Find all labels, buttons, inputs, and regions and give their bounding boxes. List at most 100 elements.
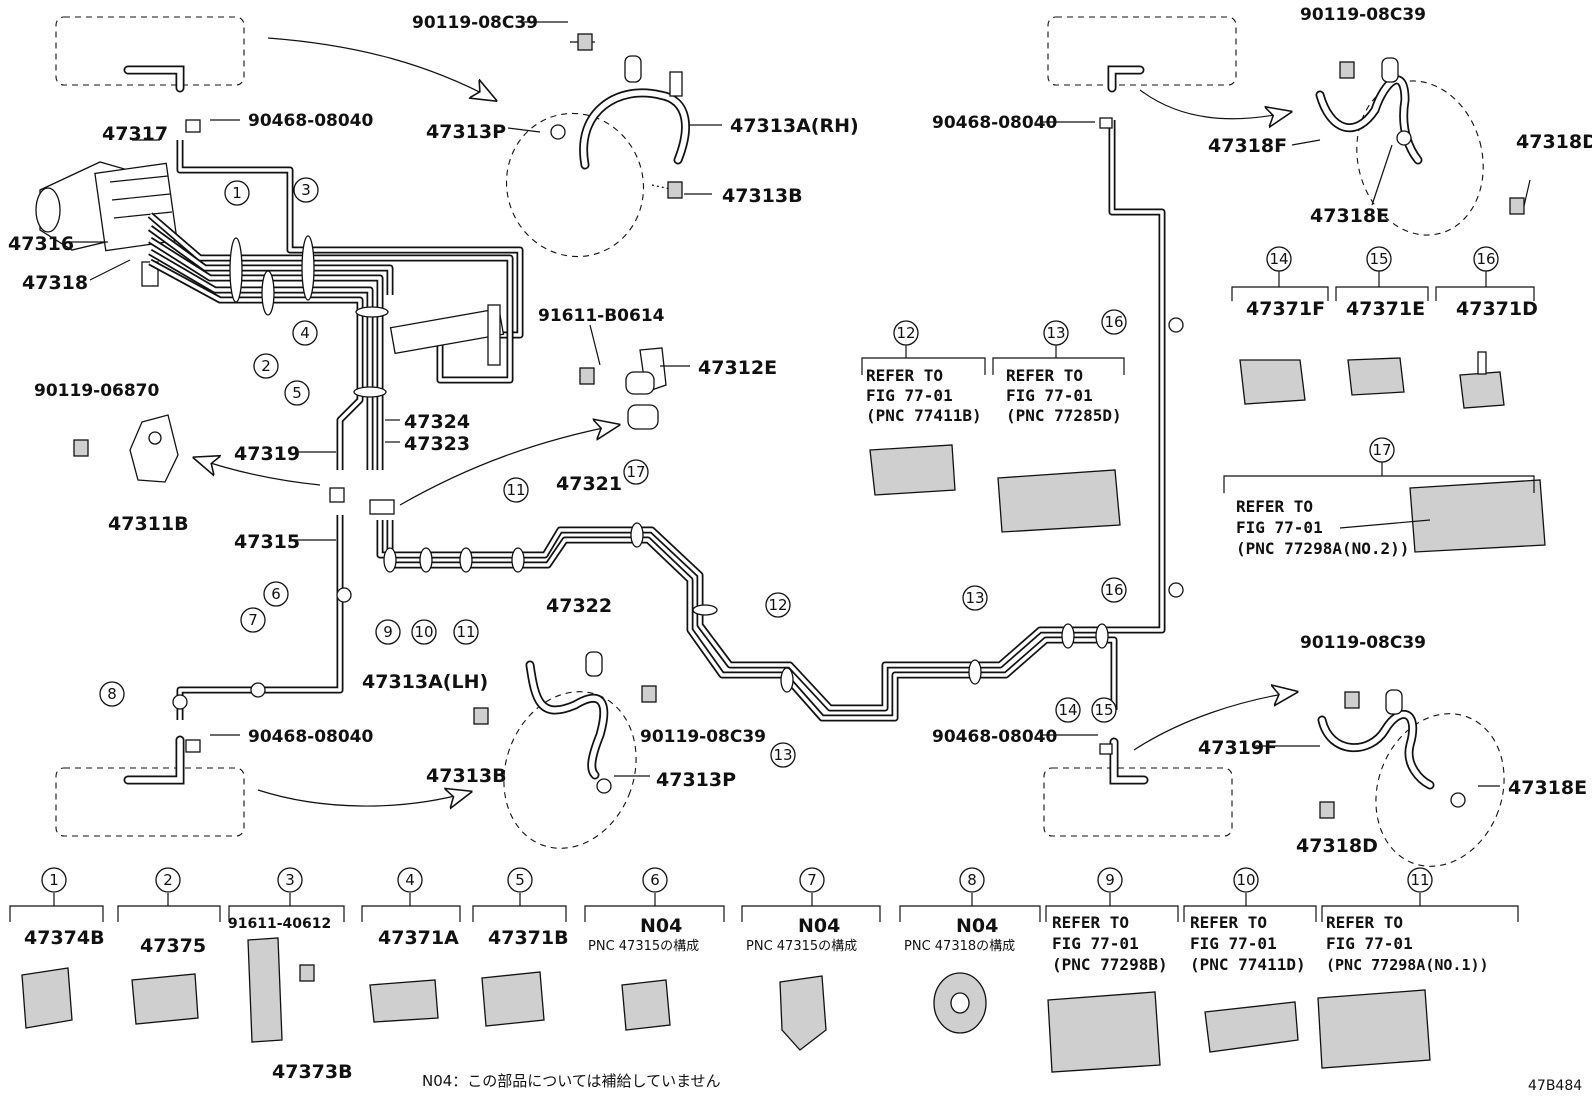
svg-text:5: 5	[292, 384, 302, 402]
svg-text:47371A: 47371A	[378, 927, 459, 949]
svg-text:8: 8	[107, 685, 117, 703]
svg-text:90119-06870: 90119-06870	[34, 381, 160, 401]
svg-text:FIG 77-01: FIG 77-01	[1326, 934, 1413, 953]
svg-text:REFER TO: REFER TO	[1052, 913, 1129, 932]
svg-text:90119-08C39: 90119-08C39	[640, 727, 766, 747]
svg-text:14: 14	[1269, 250, 1288, 268]
svg-text:14: 14	[1058, 701, 1077, 719]
svg-text:2: 2	[163, 871, 173, 889]
svg-text:16: 16	[1476, 250, 1495, 268]
svg-text:90119-08C39: 90119-08C39	[1300, 633, 1426, 653]
svg-text:47313A(RH): 47313A(RH)	[730, 115, 859, 137]
svg-text:90119-08C39: 90119-08C39	[1300, 5, 1426, 25]
svg-text:47319: 47319	[234, 443, 300, 465]
bottom-legend: 1 47374B 2 47375 3 91611-40612 47373B 4 …	[9, 867, 1519, 1083]
svg-text:13: 13	[965, 589, 984, 607]
wheel-box-rear-left	[55, 767, 245, 837]
svg-text:90119-08C39: 90119-08C39	[412, 13, 538, 33]
pipe-bundle-upper	[147, 140, 524, 470]
svg-text:N04: N04	[798, 915, 840, 937]
svg-text:12: 12	[896, 324, 915, 342]
svg-text:PNC 47315の構成: PNC 47315の構成	[588, 939, 699, 954]
svg-text:16: 16	[1104, 313, 1123, 331]
svg-text:1: 1	[49, 871, 59, 889]
svg-text:47313A(LH): 47313A(LH)	[362, 671, 488, 693]
svg-text:2: 2	[261, 357, 271, 375]
svg-text:REFER TO: REFER TO	[1326, 913, 1403, 932]
svg-text:REFER TO: REFER TO	[1190, 913, 1267, 932]
svg-text:90468-08040: 90468-08040	[932, 113, 1058, 133]
svg-text:7: 7	[248, 611, 258, 629]
svg-text:9: 9	[383, 623, 393, 641]
svg-text:91611-40612: 91611-40612	[228, 916, 331, 932]
header-brackets	[861, 271, 1535, 493]
svg-text:90468-08040: 90468-08040	[248, 111, 374, 131]
svg-text:8: 8	[967, 871, 977, 889]
svg-text:47313P: 47313P	[426, 121, 506, 143]
svg-text:FIG 77-01: FIG 77-01	[1052, 934, 1139, 953]
svg-text:47371D: 47371D	[1456, 298, 1538, 320]
pipe-clamps	[172, 235, 1184, 710]
svg-text:47318E: 47318E	[1310, 205, 1389, 227]
part-labels: 90119-08C39 90468-08040 47317 47313P 473…	[8, 5, 1592, 857]
svg-text:47375: 47375	[140, 935, 206, 957]
svg-text:47323: 47323	[404, 433, 470, 455]
svg-text:47313P: 47313P	[656, 769, 736, 791]
svg-text:(PNC 77298A(NO.1)): (PNC 77298A(NO.1))	[1326, 956, 1489, 974]
right-clamp-labels: 47371F 47371E 47371D	[1246, 298, 1538, 320]
svg-text:REFER TO: REFER TO	[1236, 497, 1313, 516]
svg-text:47317: 47317	[102, 123, 168, 145]
svg-text:47371B: 47371B	[488, 927, 569, 949]
svg-text:90468-08040: 90468-08040	[248, 727, 374, 747]
svg-text:4: 4	[300, 324, 310, 342]
svg-text:47318D: 47318D	[1516, 131, 1592, 153]
svg-text:PNC 47318の構成: PNC 47318の構成	[904, 939, 1015, 954]
svg-text:10: 10	[1236, 871, 1255, 889]
svg-text:PNC 47315の構成: PNC 47315の構成	[746, 939, 857, 954]
svg-text:47315: 47315	[234, 531, 300, 553]
svg-text:47319F: 47319F	[1198, 737, 1277, 759]
leader-lines	[68, 21, 1531, 787]
svg-text:(PNC 77298B): (PNC 77298B)	[1052, 955, 1168, 974]
svg-text:7: 7	[807, 871, 817, 889]
svg-text:12: 12	[768, 596, 787, 614]
svg-text:11: 11	[1410, 871, 1429, 889]
svg-text:10: 10	[414, 623, 433, 641]
svg-text:47374B: 47374B	[24, 927, 105, 949]
svg-text:15: 15	[1369, 250, 1388, 268]
supply-note: N04：この部品については補給していません	[422, 1072, 721, 1090]
svg-text:47371F: 47371F	[1246, 298, 1325, 320]
svg-text:4: 4	[405, 871, 415, 889]
svg-text:11: 11	[456, 623, 475, 641]
callout-markers: 1 2 3 4 5 6 7 8 9 10 11 11 12 13 13 14 1…	[99, 177, 1499, 768]
svg-text:FIG 77-01: FIG 77-01	[1006, 386, 1093, 405]
diagram-id: 47B484	[1528, 1078, 1582, 1094]
svg-text:47313B: 47313B	[722, 185, 803, 207]
wheel-box-front-left	[55, 16, 245, 86]
svg-text:(PNC 77411B): (PNC 77411B)	[866, 406, 982, 425]
svg-text:47318D: 47318D	[1296, 835, 1378, 857]
svg-text:15: 15	[1094, 701, 1113, 719]
svg-text:13: 13	[773, 746, 792, 764]
svg-text:3: 3	[285, 871, 295, 889]
svg-text:47322: 47322	[546, 595, 612, 617]
svg-text:47318: 47318	[22, 272, 88, 294]
svg-text:47318F: 47318F	[1208, 135, 1287, 157]
svg-text:47313B: 47313B	[426, 765, 507, 787]
refer-notes: REFER TO FIG 77-01 (PNC 77411B) REFER TO…	[866, 366, 1431, 558]
svg-text:N04: N04	[640, 915, 682, 937]
svg-text:1: 1	[232, 184, 242, 202]
svg-text:47324: 47324	[404, 411, 470, 433]
svg-text:FIG 77-01: FIG 77-01	[1236, 518, 1323, 537]
svg-text:91611-B0614: 91611-B0614	[538, 306, 665, 326]
svg-text:47318E: 47318E	[1508, 777, 1587, 799]
svg-text:(PNC 77298A(NO.2)): (PNC 77298A(NO.2))	[1236, 539, 1409, 558]
wheel-box-front-right	[1047, 16, 1237, 86]
svg-text:6: 6	[650, 871, 660, 889]
svg-text:13: 13	[1046, 324, 1065, 342]
svg-text:47316: 47316	[8, 233, 74, 255]
svg-text:5: 5	[515, 871, 525, 889]
svg-text:17: 17	[626, 463, 645, 481]
svg-text:FIG 77-01: FIG 77-01	[866, 386, 953, 405]
